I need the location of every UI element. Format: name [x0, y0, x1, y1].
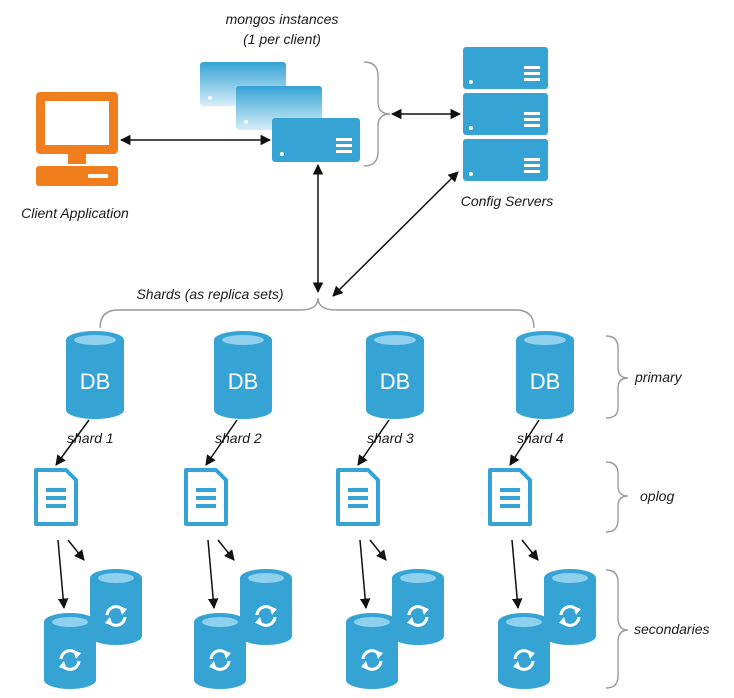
primary-oplog-arrow	[55, 419, 90, 466]
primary-db-icon: DB	[214, 331, 272, 419]
config-shards-arrow	[332, 171, 459, 297]
primary-oplog-arrow	[205, 419, 238, 466]
primary-db-icon: DB	[516, 331, 574, 419]
oplog-secondary-arrow	[57, 539, 69, 610]
secondary-db-icon	[44, 613, 96, 689]
secondaries-brace	[605, 569, 629, 689]
primary-oplog-arrow	[357, 419, 390, 466]
shard-label: shard 2	[215, 430, 262, 446]
secondary-db-icon	[346, 613, 398, 689]
primary-label: primary	[634, 369, 683, 385]
shard-label: shard 3	[367, 430, 414, 446]
db-label: DB	[228, 369, 259, 394]
secondary-db-icon	[544, 569, 596, 645]
primary-brace	[605, 335, 629, 419]
oplog-document-icon	[34, 468, 78, 526]
shard-label: shard 1	[67, 430, 114, 446]
secondary-db-icon	[240, 569, 292, 645]
oplog-document-icon	[336, 468, 380, 526]
oplog-label: oplog	[640, 488, 674, 504]
db-label: DB	[530, 369, 561, 394]
secondary-db-icon	[498, 613, 550, 689]
oplog-document-icon	[184, 468, 228, 526]
mongos-brace	[363, 61, 391, 167]
secondary-db-icon	[90, 569, 142, 645]
mongos-subtitle: (1 per client)	[243, 31, 321, 47]
oplog-secondary-arrow	[359, 539, 371, 610]
mongos-instances-icon	[200, 62, 360, 162]
secondary-db-icon	[194, 613, 246, 689]
db-label: DB	[380, 369, 411, 394]
mongos-title: mongos instances	[226, 11, 339, 27]
oplog-secondary-arrow	[369, 539, 387, 561]
client-application-label: Client Application	[21, 205, 129, 221]
oplog-brace	[605, 461, 629, 533]
shards-label: Shards (as replica sets)	[136, 286, 283, 302]
oplog-document-icon	[488, 468, 532, 526]
config-servers-label: Config Servers	[461, 193, 554, 209]
shards-brace	[99, 297, 535, 329]
secondaries-label: secondaries	[634, 621, 710, 637]
db-label: DB	[80, 369, 111, 394]
oplog-secondary-arrow	[67, 539, 85, 561]
primary-oplog-arrow	[509, 419, 540, 466]
secondary-db-icon	[392, 569, 444, 645]
shard-label: shard 4	[517, 430, 564, 446]
oplog-secondary-arrow	[521, 539, 539, 561]
primary-db-icon: DB	[366, 331, 424, 419]
oplog-secondary-arrow	[217, 539, 235, 561]
oplog-secondary-arrow	[511, 539, 523, 610]
primary-db-icon: DB	[66, 331, 124, 419]
client-computer-icon	[36, 92, 118, 186]
config-servers-icon	[463, 47, 548, 181]
oplog-secondary-arrow	[207, 539, 219, 610]
